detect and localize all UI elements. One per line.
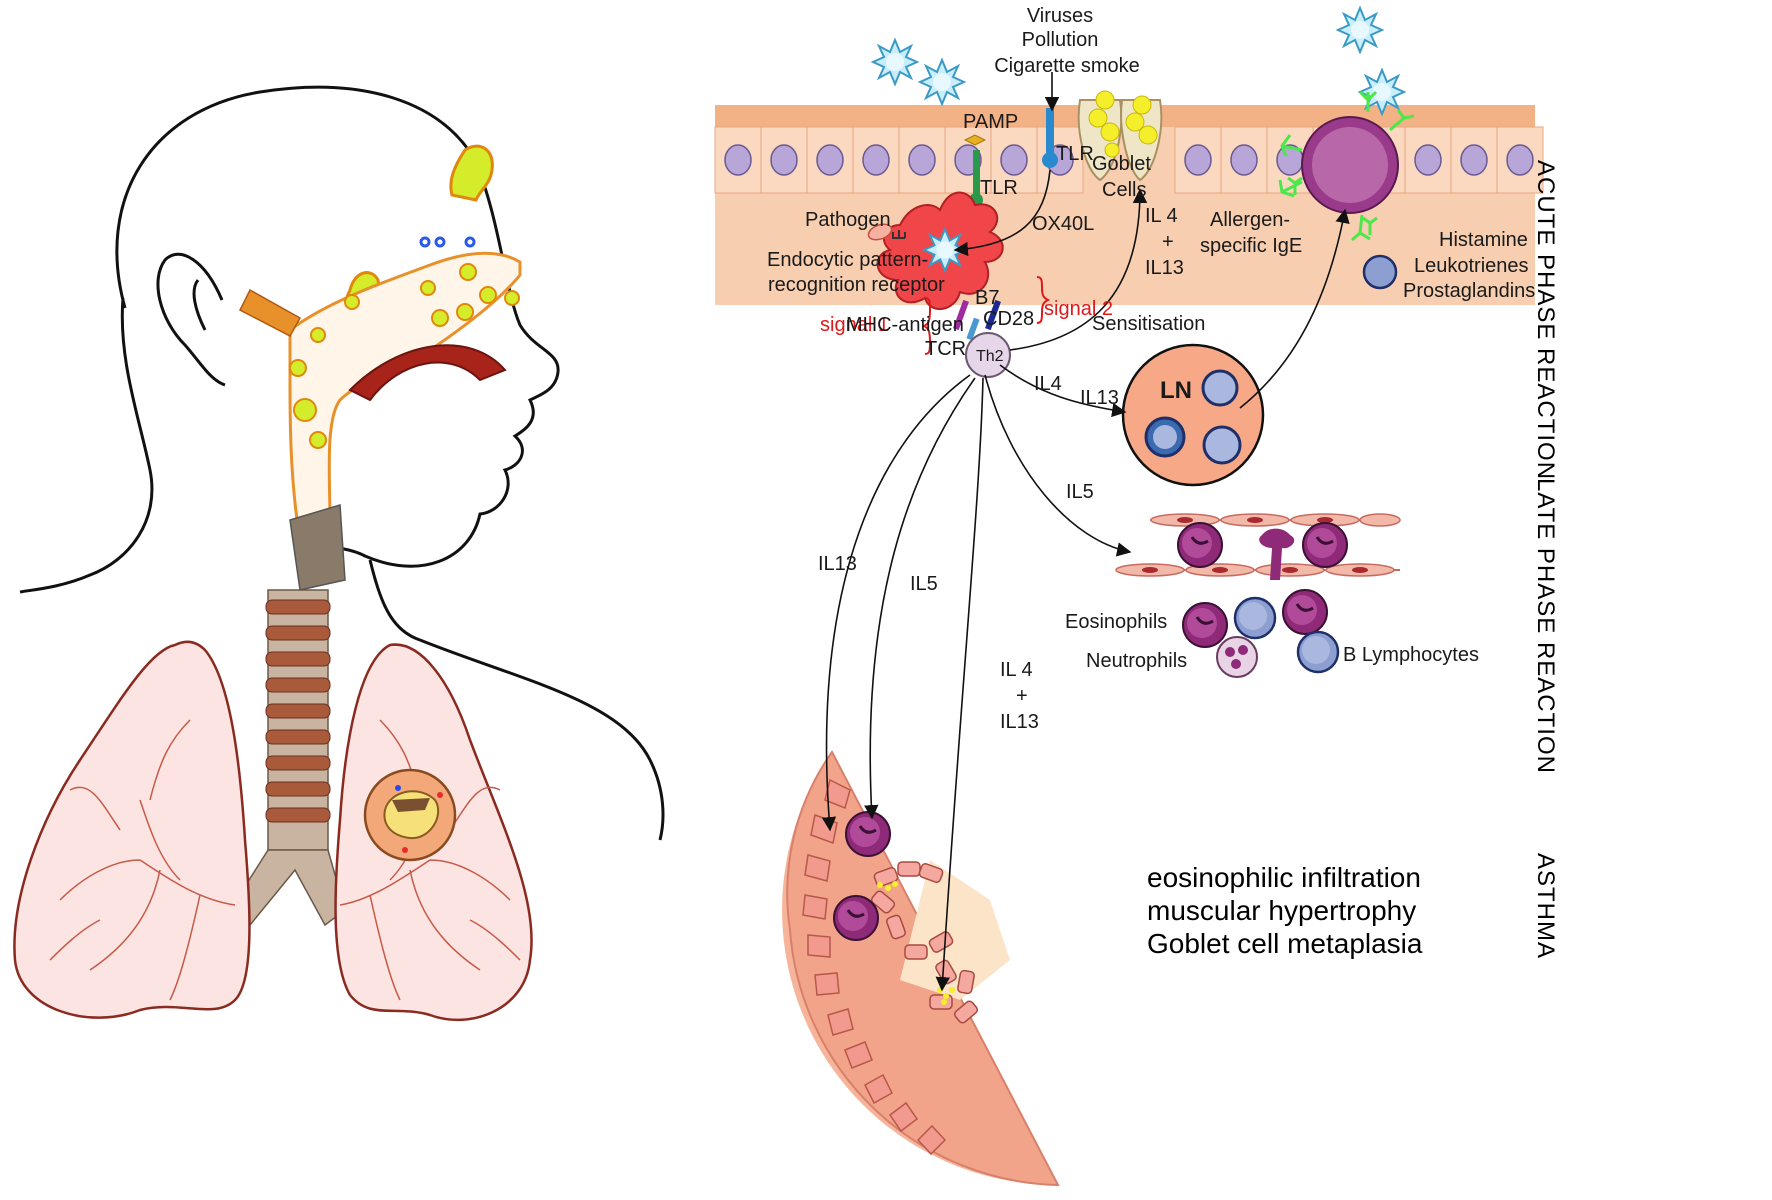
phase-labels: ACUTE PHASE REACTION LATE PHASE REACTION… (1532, 160, 1559, 959)
label-il4-low: IL 4 (1000, 659, 1033, 681)
label-plus-top: + (1162, 231, 1174, 253)
cell-nucleus (816, 144, 844, 176)
cell-nucleus (908, 144, 936, 176)
bronchial-tree (49, 719, 521, 1001)
cell-nucleus (1184, 144, 1212, 176)
immunological-synapse (953, 299, 1001, 341)
label-asthma: ASTHMA (1532, 853, 1559, 959)
leukocyte-cluster (1181, 588, 1340, 678)
label-goblet: Goblet (1092, 153, 1151, 175)
label-il13-left: IL13 (818, 553, 857, 575)
head-and-lungs-illustration (13, 85, 665, 1022)
label-b-lymphocytes: B Lymphocytes (1343, 644, 1479, 666)
label-il5-vessel: IL5 (1066, 481, 1094, 503)
label-tlr-left: TLR (980, 177, 1018, 199)
olfactory-dots (419, 236, 476, 248)
mucus-bubbles (289, 263, 520, 449)
label-neutrophils: Neutrophils (1086, 650, 1187, 672)
label-sensitisation: Sensitisation (1092, 313, 1205, 335)
label-il13-low: IL13 (1000, 711, 1039, 733)
label-allergen: Allergen- (1210, 209, 1290, 231)
label-tcr: TCR (925, 338, 966, 360)
nasopharynx-tube (238, 288, 302, 338)
trigger-labels: Viruses Pollution Cigarette smoke (994, 5, 1140, 77)
label-signal1: signal 1 (820, 314, 889, 336)
blood-vessel (1115, 513, 1401, 580)
label-il4-top: IL 4 (1145, 205, 1178, 227)
cell-nucleus (1230, 144, 1258, 176)
label-th2: Th2 (976, 348, 1004, 365)
pathogen-icon (867, 223, 893, 241)
label-histamine: Histamine (1439, 229, 1528, 251)
label-il5-left: IL5 (910, 573, 938, 595)
th2-cell (965, 332, 1011, 378)
epithelial-cell (1220, 126, 1268, 194)
label-signal2: signal 2 (1044, 298, 1113, 320)
label-prostaglandins: Prostaglandins (1403, 280, 1535, 302)
endocytic-receptor (892, 230, 906, 239)
signal2-brace (1036, 276, 1051, 324)
signal1-brace (921, 297, 932, 355)
trigger-smoke: Cigarette smoke (994, 55, 1140, 77)
label-pamp: PAMP (963, 111, 1018, 133)
label-tlr-right: TLR (1056, 143, 1094, 165)
trigger-pollution: Pollution (1022, 29, 1099, 51)
outcome-eosinophilic-infiltration: eosinophilic infiltration (1147, 862, 1421, 893)
cell-nucleus (1000, 144, 1028, 176)
asthmatic-airway-section (782, 750, 1060, 1187)
label-endocytic: Endocytic pattern- (767, 249, 928, 271)
cell-nucleus (770, 144, 798, 176)
mediator-cell (1362, 254, 1398, 290)
oral-cavity (348, 344, 507, 402)
cell-nucleus (862, 144, 890, 176)
asthma-outcomes: eosinophilic infiltration muscular hyper… (1147, 862, 1423, 959)
label-recognition-receptor: recognition receptor (768, 274, 945, 296)
head-outline (19, 85, 560, 594)
inflamed-airway-inset (363, 768, 457, 862)
epithelial-cells (714, 126, 1544, 194)
label-late-phase: LATE PHASE REACTION (1532, 478, 1559, 774)
label-ln: LN (1160, 377, 1192, 404)
label-il4-ln: IL4 (1034, 373, 1062, 395)
label-acute-phase: ACUTE PHASE REACTION (1532, 160, 1559, 480)
mast-cell (1278, 90, 1415, 242)
cell-nucleus (1506, 144, 1534, 176)
label-specific-ige: specific IgE (1200, 235, 1302, 257)
label-cells: Cells (1102, 179, 1146, 201)
neck-right-outline (368, 559, 665, 841)
outcome-goblet-metaplasia: Goblet cell metaplasia (1147, 928, 1423, 959)
cell-nucleus (1414, 144, 1442, 176)
cell-nucleus (1460, 144, 1488, 176)
label-plus-low: + (1016, 685, 1028, 707)
label-b7: B7 (975, 287, 999, 309)
virus-icon (919, 59, 965, 105)
trigger-viruses: Viruses (1027, 5, 1093, 27)
label-il13-top: IL13 (1145, 257, 1184, 279)
frontal-sinus (449, 144, 494, 202)
lymph-node (1121, 343, 1265, 487)
ear (156, 252, 226, 387)
label-il13-ln: IL13 (1080, 387, 1119, 409)
label-leukotrienes: Leukotrienes (1414, 255, 1529, 277)
pathway-arrows (821, 72, 1350, 992)
free-ige-antibodies (1287, 176, 1378, 235)
virus-icon (1337, 7, 1383, 53)
label-ox40l: OX40L (1032, 213, 1094, 235)
left-lung (13, 640, 251, 1019)
label-pathogen: Pathogen (805, 209, 891, 231)
outcome-muscular-hypertrophy: muscular hypertrophy (1147, 895, 1416, 926)
goblet-cells (1077, 90, 1163, 182)
virus-icon (872, 39, 918, 85)
label-cd28: CD28 (983, 308, 1034, 330)
trachea (228, 504, 346, 927)
cell-nucleus (724, 144, 752, 176)
label-eosinophils: Eosinophils (1065, 611, 1167, 633)
dendritic-cell (876, 191, 1004, 310)
label-mhc-antigen: MHC-antigen (846, 314, 964, 336)
